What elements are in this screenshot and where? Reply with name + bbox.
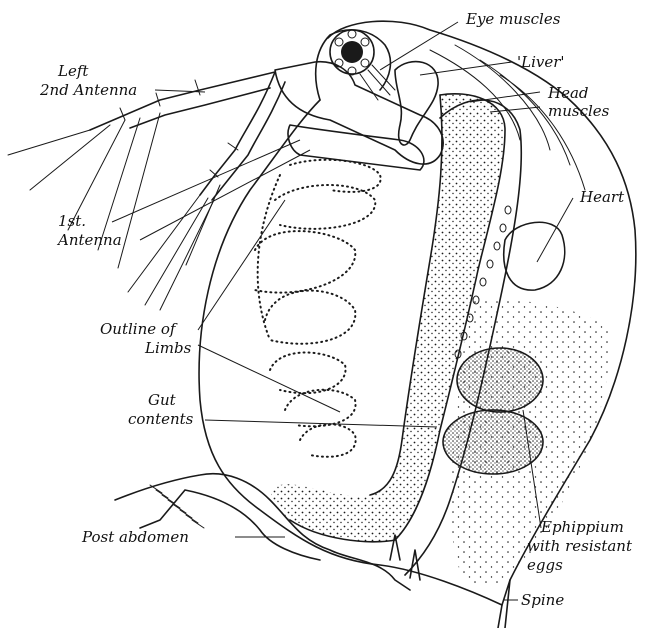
- label-left-antenna-line2: 2nd Antenna: [39, 81, 137, 99]
- liver-lobe: [395, 62, 438, 145]
- label-head-muscles-line1: Head: [547, 84, 589, 102]
- label-gut-line2: contents: [128, 410, 194, 428]
- label-liver: 'Liver': [517, 53, 565, 71]
- label-spine: Spine: [521, 591, 564, 609]
- head-outline: [316, 30, 391, 100]
- antenna-setae: [8, 113, 220, 310]
- label-outline-limbs-line1: Outline of: [100, 320, 178, 338]
- label-first-antenna-line2: Antenna: [56, 231, 122, 249]
- label-outline-limbs-line2: Limbs: [144, 339, 192, 357]
- label-post-abdomen: Post abdomen: [81, 528, 189, 546]
- label-first-antenna-line1: 1st.: [58, 212, 86, 230]
- label-left-antenna-line1: Left: [57, 62, 89, 80]
- label-head-muscles-line2: muscles: [548, 102, 610, 120]
- abdominal-processes: [390, 535, 420, 580]
- ephippium-egg-upper: [457, 348, 543, 412]
- label-heart: Heart: [579, 188, 625, 206]
- label-ephippium-line3: eggs: [527, 556, 563, 574]
- label-ephippium-line2: with resistant: [527, 537, 633, 555]
- label-ephippium-line1: Ephippium: [540, 518, 624, 536]
- label-gut-line1: Gut: [148, 391, 177, 409]
- limb-outlines: [255, 160, 381, 457]
- compound-eye: [330, 30, 374, 75]
- label-eye-muscles: Eye muscles: [465, 10, 561, 28]
